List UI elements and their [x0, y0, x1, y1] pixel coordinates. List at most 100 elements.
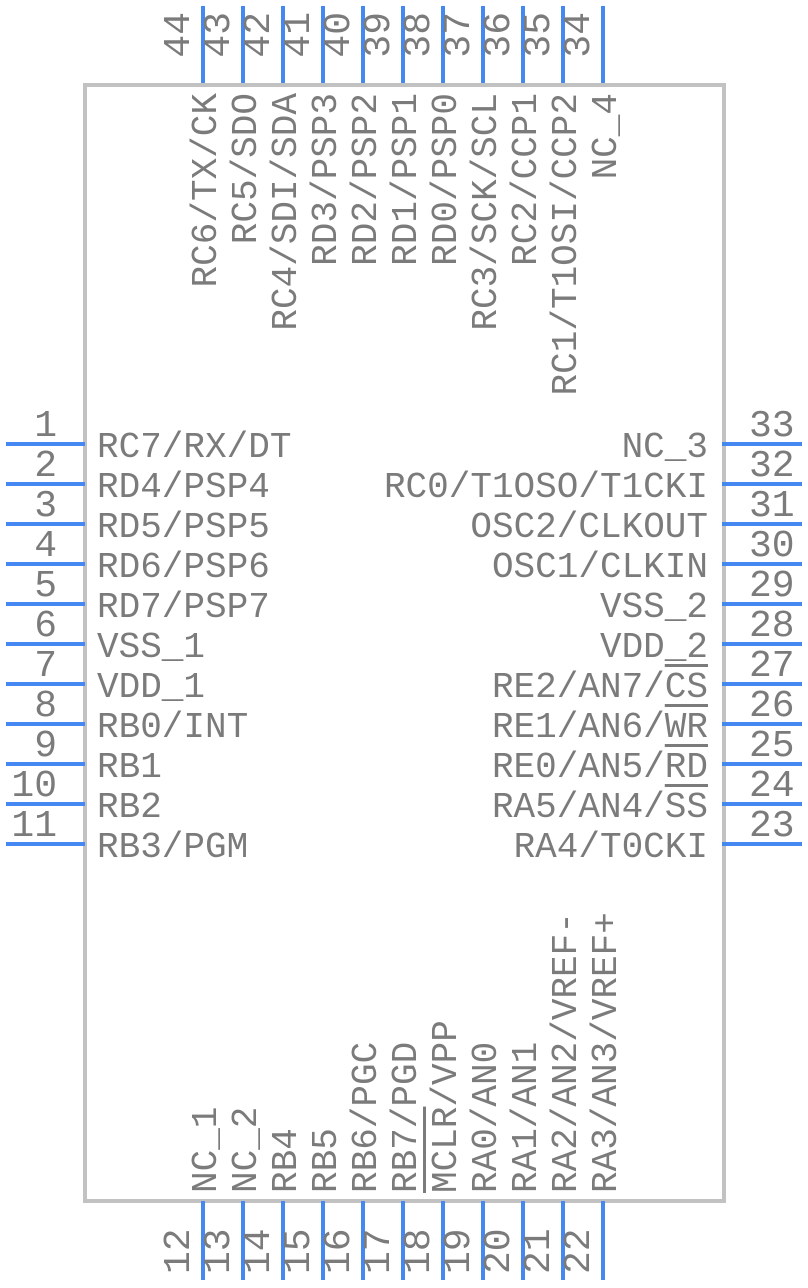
pin-line	[6, 642, 85, 646]
pin-line	[401, 1201, 405, 1280]
pin-label: RC1/T1OSI/CCP2	[546, 93, 587, 396]
inverted-signal: SS	[664, 787, 708, 828]
pin-line	[6, 442, 85, 446]
pin-label: NC_4	[586, 93, 627, 180]
pin-label: RD3/PSP3	[306, 93, 347, 266]
pin-line	[401, 6, 405, 83]
pin-line	[481, 1201, 485, 1280]
pin-line	[722, 842, 802, 846]
pin-number: 3	[34, 485, 57, 528]
pin-line	[281, 6, 285, 83]
pin-number: 28	[749, 605, 795, 648]
pin-number: 20	[478, 1228, 521, 1274]
pin-number: 7	[34, 645, 57, 688]
pin-number: 41	[278, 12, 321, 58]
pin-label: RB7/PGD	[386, 1041, 427, 1193]
pin-number: 32	[749, 445, 795, 488]
pin-line	[722, 442, 802, 446]
pin-number: 21	[518, 1228, 561, 1274]
pin-number: 40	[318, 12, 361, 58]
pin-line	[601, 6, 605, 83]
pin-number: 19	[438, 1228, 481, 1274]
pin-line	[521, 6, 525, 83]
pin-number: 14	[238, 1228, 281, 1274]
pin-number: 5	[34, 565, 57, 608]
pin-line	[722, 722, 802, 726]
pin-line	[281, 1201, 285, 1280]
pin-number: 35	[518, 12, 561, 58]
pin-label: RD5/PSP5	[97, 507, 270, 548]
pin-number: 23	[749, 805, 795, 848]
pin-number: 29	[749, 565, 795, 608]
pin-number: 1	[34, 405, 57, 448]
pin-label: NC_1	[186, 1106, 227, 1193]
pin-label: RB3/PGM	[97, 827, 249, 868]
pin-number: 44	[158, 12, 201, 58]
pin-line	[722, 562, 802, 566]
pin-label: RC6/TX/CK	[186, 93, 227, 288]
pin-number: 17	[358, 1228, 401, 1274]
pin-line	[6, 562, 85, 566]
pin-label: RA5/AN4/SS	[491, 787, 708, 828]
pin-label: RD2/PSP2	[346, 93, 387, 266]
pin-line	[521, 1201, 525, 1280]
pin-line	[722, 642, 802, 646]
pin-label: RD7/PSP7	[97, 587, 270, 628]
pin-number: 30	[749, 525, 795, 568]
pin-number: 33	[749, 405, 795, 448]
pin-line	[361, 6, 365, 83]
pin-label: VDD_1	[97, 667, 206, 708]
pin-label: RE1/AN6/WR	[491, 707, 708, 748]
pin-label: RE2/AN7/CS	[491, 667, 708, 708]
pin-number: 2	[34, 445, 57, 488]
pin-number: 38	[398, 12, 441, 58]
pin-number: 42	[238, 12, 281, 58]
pin-line	[6, 802, 85, 806]
pin-label: RB1	[97, 747, 162, 788]
pin-line	[722, 762, 802, 766]
pin-line	[441, 6, 445, 83]
pin-line	[441, 1201, 445, 1280]
pin-line	[481, 6, 485, 83]
pin-number: 26	[749, 685, 795, 728]
pin-line	[561, 6, 565, 83]
pin-label: RA4/T0CKI	[513, 827, 708, 868]
pin-number: 8	[34, 685, 57, 728]
pin-number: 11	[11, 805, 57, 848]
pin-label: RD4/PSP4	[97, 467, 270, 508]
pin-line	[321, 6, 325, 83]
pin-label: RB4	[266, 1128, 307, 1193]
pin-label: RC3/SCK/SCL	[466, 93, 507, 331]
inverted-signal: CS	[664, 667, 708, 708]
pin-line	[6, 762, 85, 766]
pin-number: 43	[198, 12, 241, 58]
pin-label: RD0/PSP0	[426, 93, 467, 266]
pin-line	[361, 1201, 365, 1280]
pin-line	[6, 602, 85, 606]
pin-line	[722, 522, 802, 526]
pin-number: 25	[749, 725, 795, 768]
pin-line	[601, 1201, 605, 1280]
ic-body	[83, 83, 726, 1203]
pin-line	[201, 6, 205, 83]
pin-label: RB5	[306, 1128, 347, 1193]
pin-line	[201, 1201, 205, 1280]
pin-number: 6	[34, 605, 57, 648]
pin-number: 22	[558, 1228, 601, 1274]
pin-number: 31	[749, 485, 795, 528]
inverted-signal: RD	[664, 747, 708, 788]
pin-label: RB0/INT	[97, 707, 249, 748]
pin-label: VSS_2	[599, 587, 708, 628]
pin-line	[6, 682, 85, 686]
pin-line	[722, 682, 802, 686]
pin-number: 39	[358, 12, 401, 58]
pin-line	[722, 802, 802, 806]
pin-line	[6, 522, 85, 526]
inverted-signal: WR	[664, 707, 708, 748]
pin-label: NC_2	[226, 1106, 267, 1193]
pin-label: RC4/SDI/SDA	[266, 93, 307, 331]
pin-label: RA2/AN2/VREF-	[546, 912, 587, 1193]
pin-label: RB6/PGC	[346, 1041, 387, 1193]
pin-label: RC0/T1OSO/T1CKI	[383, 467, 708, 508]
pin-label: VDD_2	[599, 627, 708, 668]
